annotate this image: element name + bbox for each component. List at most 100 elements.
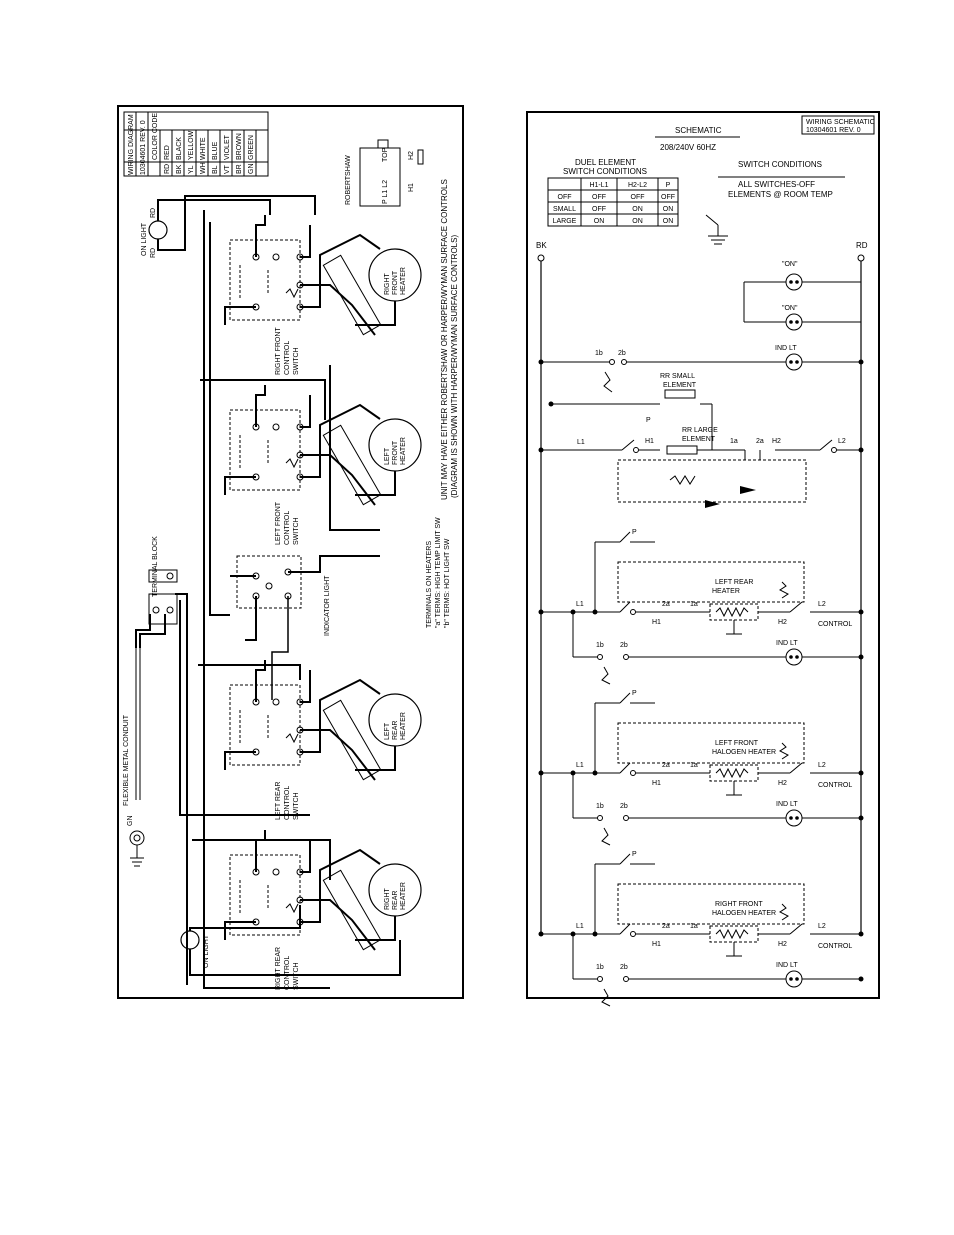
heater-label: HEATER [400, 712, 407, 740]
schematic-label: P [646, 417, 651, 424]
color-name: BLUE [212, 141, 219, 160]
schematic-label: L2 [838, 438, 846, 445]
terminals-title: TERMINALS ON HEATERS [426, 541, 433, 628]
schematic-label: ELEMENT [682, 436, 716, 443]
schematic-label: L1 [576, 762, 584, 769]
schematic-label: H1 [652, 619, 661, 626]
table-cell: ON [663, 218, 674, 225]
schematic-label: H2 [778, 619, 787, 626]
table-cell: OFF [558, 194, 572, 201]
table-header: P [666, 182, 671, 189]
switch-label: SWITCH [293, 792, 300, 820]
indicator-light: INDICATOR LIGHT [230, 555, 380, 700]
on-light-top: ON LIGHT RD RD [141, 195, 316, 258]
switch-label: CONTROL [284, 511, 291, 545]
svg-text:RD: RD [150, 248, 157, 258]
svg-text:ON LIGHT: ON LIGHT [203, 934, 210, 968]
wd-number: 10304601 REV. 0 [140, 120, 147, 175]
schematic-label: L1 [577, 439, 585, 446]
schematic-label: HALOGEN HEATER [712, 749, 776, 756]
schematic-label: 2a [662, 601, 670, 608]
on-light-bottom: ON LIGHT [180, 905, 401, 976]
table-cell: ON [594, 218, 605, 225]
svg-text:INDICATOR LIGHT: INDICATOR LIGHT [324, 575, 331, 636]
schematic-label: 2a [662, 762, 670, 769]
schematic-label: 2b [620, 642, 628, 649]
schematic-label: L2 [818, 762, 826, 769]
color-abbrev: YL [188, 165, 195, 174]
wd-title: WIRING DIAGRAM [128, 114, 135, 175]
svg-text:"ON": "ON" [782, 261, 798, 268]
schematic-label: L2 [818, 601, 826, 608]
svg-text:FLEXIBLE METAL CONDUIT: FLEXIBLE METAL CONDUIT [123, 714, 130, 806]
color-name: WHITE [200, 137, 207, 160]
color-code-header: COLOR CODE [152, 113, 159, 160]
table-cell: ON [632, 218, 643, 225]
table-cell: LARGE [553, 218, 577, 225]
schematic-label: H1 [645, 438, 654, 445]
color-abbrev: RD [164, 164, 171, 174]
table-cell: ON [663, 206, 674, 213]
heater-label: REAR [392, 721, 399, 740]
ind-lt-label: IND LT [776, 801, 798, 808]
schematic-label: ELEMENT [663, 382, 697, 389]
control-label: CONTROL [818, 621, 852, 628]
note-controls: UNIT MAY HAVE EITHER ROBERTSHAW OR HARPE… [440, 179, 449, 500]
svg-text:"ON": "ON" [782, 305, 798, 312]
ind-lt-label: IND LT [776, 962, 798, 969]
table-cell: OFF [592, 194, 606, 201]
svg-text:TOP: TOP [382, 147, 389, 162]
svg-text:BK: BK [536, 241, 547, 250]
schematic-label: RR LARGE [682, 427, 718, 434]
terminal-block: TERMINAL BLOCK [135, 536, 188, 985]
color-name: VIOLET [224, 134, 231, 160]
schematic-label: HEATER [712, 588, 740, 595]
note-diagram: (DIAGRAM IS SHOWN WITH HARPER/WYMAN SURF… [450, 235, 459, 498]
schematic-label: H1 [652, 941, 661, 948]
terminals-a: "a" TERMS: HIGH TEMP LIMIT SW [435, 517, 442, 628]
schematic-label: 1a [690, 601, 698, 608]
wiring-diagram-panel: WIRING DIAGRAM 10304601 REV. 0 COLOR COD… [117, 105, 464, 999]
color-name: BROWN [236, 133, 243, 160]
heater-label: FRONT [392, 440, 399, 465]
schematic-label: L1 [576, 923, 584, 930]
schematic-label: 1a [690, 762, 698, 769]
heater-label: LEFT [384, 722, 391, 740]
control-label: CONTROL [818, 943, 852, 950]
schematic-label: 2b [620, 964, 628, 971]
table-header: H2-L2 [628, 182, 647, 189]
schematic-label: HALOGEN HEATER [712, 910, 776, 917]
svg-text:ROBERTSHAW: ROBERTSHAW [345, 155, 352, 205]
svg-text:SWITCH CONDITIONS: SWITCH CONDITIONS [738, 160, 822, 169]
svg-text:WIRING SCHEMATIC: WIRING SCHEMATIC [806, 119, 875, 126]
schematic-label: 1b [596, 964, 604, 971]
switch-label: SWITCH [293, 517, 300, 545]
schematic-label: P [632, 529, 637, 536]
schematic-label: 1a [690, 923, 698, 930]
switch-label: CONTROL [284, 956, 291, 990]
on-lamp-2: "ON" [744, 305, 861, 331]
terminals-b: "b" TERMS: HOT LIGHT SW [444, 538, 451, 628]
svg-text:RD: RD [150, 208, 157, 218]
schematic-label: 2a [756, 438, 764, 445]
svg-text:ELEMENTS @ ROOM TEMP: ELEMENTS @ ROOM TEMP [728, 190, 833, 199]
color-name: YELLOW [188, 130, 195, 160]
switch-label: CONTROL [284, 786, 291, 820]
color-name: GREEN [248, 135, 255, 160]
schematic-label: L1 [576, 601, 584, 608]
switch-label: LEFT REAR [275, 782, 282, 820]
schematic-label: LEFT REAR [715, 579, 753, 586]
color-abbrev: VT [224, 164, 231, 174]
schematic-title-block: WIRING SCHEMATIC 10304601 REV. 0 [801, 115, 875, 135]
conduit-and-ground: FLEXIBLE METAL CONDUIT GN [123, 648, 145, 867]
schematic-panel: WIRING SCHEMATIC 10304601 REV. 0 SCHEMAT… [526, 111, 880, 1007]
schematic-title: SCHEMATIC [675, 126, 722, 135]
heater-label: RIGHT [384, 273, 391, 296]
heater-label: REAR [392, 891, 399, 910]
color-abbrev: GN [248, 164, 255, 175]
heater-label: HEATER [400, 882, 407, 910]
heater-label: HEATER [400, 437, 407, 465]
schematic-label: H2 [772, 438, 781, 445]
